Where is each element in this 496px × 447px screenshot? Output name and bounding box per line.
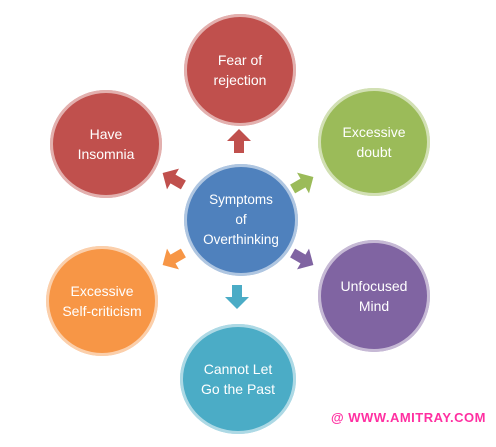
center-label: Symptoms of Overthinking xyxy=(203,192,279,247)
node-excessive-self-criticism: Excessive Self-criticism xyxy=(46,246,158,356)
node-fear-of-rejection: Fear of rejection xyxy=(184,14,296,126)
node-label: Unfocused Mind xyxy=(340,278,408,314)
arrow-downright-icon xyxy=(290,248,314,270)
arrow-upleft-icon xyxy=(162,168,186,190)
node-unfocused-mind: Unfocused Mind xyxy=(318,240,430,352)
node-label: Cannot Let Go the Past xyxy=(201,361,275,397)
node-cannot-let-go: Cannot Let Go the Past xyxy=(180,324,296,434)
center-node-symptoms-of-overthinking: Symptoms of Overthinking xyxy=(184,164,298,276)
node-label: Excessive Self-criticism xyxy=(62,283,142,319)
node-label: Have Insomnia xyxy=(77,126,135,162)
watermark: @ WWW.AMITRAY.COM xyxy=(330,410,486,425)
arrow-downleft-icon xyxy=(162,248,186,270)
node-label: Fear of rejection xyxy=(213,52,267,88)
arrow-up-icon xyxy=(227,129,251,153)
arrow-upright-icon xyxy=(290,172,314,194)
node-excessive-doubt: Excessive doubt xyxy=(318,88,430,196)
node-have-insomnia: Have Insomnia xyxy=(50,90,162,198)
node-label: Excessive doubt xyxy=(342,124,406,160)
arrow-down-icon xyxy=(225,285,249,309)
